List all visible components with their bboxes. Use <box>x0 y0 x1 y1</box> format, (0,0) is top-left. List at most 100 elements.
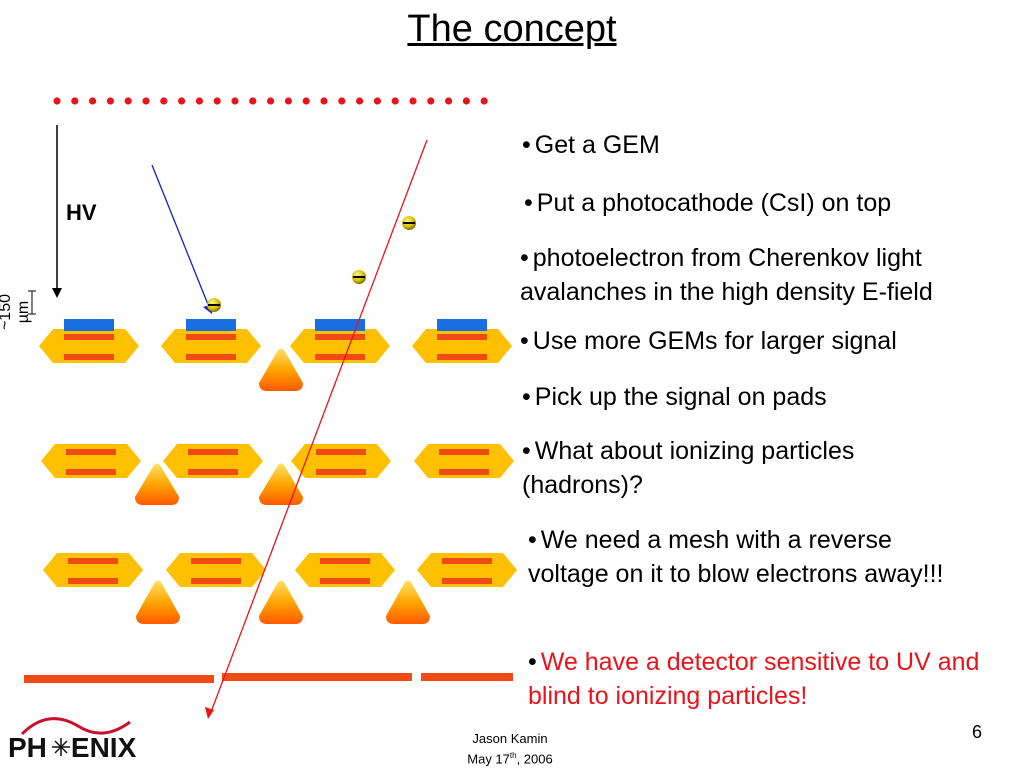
bullet-text: Put a photocathode (CsI) on top <box>536 189 892 217</box>
readout-pad <box>421 673 513 681</box>
gem-top-electrode <box>186 334 236 340</box>
hv-label: HV <box>66 200 97 225</box>
presentation-date: May 17th, 2006 <box>467 751 553 767</box>
mesh-dot <box>480 97 488 105</box>
mesh-dot <box>106 97 114 105</box>
photon-track <box>151 164 213 314</box>
mesh-dot <box>462 97 470 105</box>
bullet-photocathode: •Put a photocathode (CsI) on top <box>524 186 994 220</box>
mesh-dot <box>338 97 346 105</box>
avalanche-cone <box>135 463 179 505</box>
electrons <box>207 216 416 312</box>
gem-hole-segment <box>41 444 141 478</box>
gem-bottom-electrode <box>315 354 365 360</box>
gem-hole-segment <box>417 553 517 587</box>
mesh-dot <box>391 97 399 105</box>
mesh-dot <box>195 97 203 105</box>
gap-bracket <box>28 290 36 315</box>
mesh-dot <box>142 97 150 105</box>
bullet-mark: • <box>528 526 537 554</box>
csi-photocathode <box>437 319 487 331</box>
csi-photocathode <box>186 319 236 331</box>
gem-top-electrode <box>315 334 365 340</box>
gem-bottom-electrode <box>439 469 489 475</box>
gem-bottom-electrode <box>66 469 116 475</box>
mesh-dot <box>284 97 292 105</box>
gem-bottom-electrode <box>442 578 492 584</box>
electron <box>207 298 221 312</box>
bullet-text: We need a mesh with a reverse voltage on… <box>528 526 944 588</box>
gem-top-electrode <box>439 449 489 455</box>
gem-hole-segment <box>290 319 390 363</box>
bullet-mark: • <box>524 189 533 217</box>
bullet-text: Use more GEMs for larger signal <box>532 327 897 355</box>
mesh-dot <box>249 97 257 105</box>
bullet-text: What about ionizing particles (hadrons)? <box>522 437 855 499</box>
mesh-dot <box>409 97 417 105</box>
bullet-mark: • <box>522 437 531 465</box>
electron <box>352 270 366 284</box>
mesh-dot <box>124 97 132 105</box>
csi-photocathode <box>315 319 365 331</box>
gem-top-electrode <box>442 558 492 564</box>
bullet-text-highlight: We have a detector sensitive to UV and b… <box>528 648 980 710</box>
mesh-dot <box>53 97 61 105</box>
mesh-dot <box>89 97 97 105</box>
bullet-mark: • <box>522 383 531 411</box>
gem-hole-segment <box>163 444 263 478</box>
avalanche-cone <box>259 463 303 505</box>
mesh-dots <box>53 97 488 105</box>
bullet-conclusion: •We have a detector sensitive to UV and … <box>528 645 998 713</box>
logo-text-right: ENIX <box>70 732 137 763</box>
bullet-text: photoelectron from Cherenkov light avala… <box>520 244 933 306</box>
gem-hole-segment <box>412 319 512 363</box>
gem-bottom-electrode <box>191 578 241 584</box>
bullet-mark: • <box>528 648 537 676</box>
avalanches <box>135 348 430 624</box>
avalanche-cone <box>386 580 430 624</box>
bullet-pads: •Pick up the signal on pads <box>522 380 992 414</box>
gem-hole-segment <box>414 444 514 478</box>
bullet-photoelectron: •photoelectron from Cherenkov light aval… <box>520 241 998 309</box>
gem-hole-segment <box>161 319 261 363</box>
gap-size-label: ~150 µm <box>0 293 32 331</box>
gem-hole-segment <box>166 553 266 587</box>
bullet-mark: • <box>522 131 531 159</box>
avalanche-cone <box>136 580 180 624</box>
bullet-get-gem: •Get a GEM <box>522 128 992 162</box>
gem-bottom-electrode <box>186 354 236 360</box>
hv-arrow <box>52 125 62 298</box>
author-name: Jason Kamin <box>472 731 548 746</box>
slide-title: The concept <box>407 8 617 50</box>
gem-hole-segment <box>295 553 395 587</box>
page-number: 6 <box>972 722 983 742</box>
bullet-text: Pick up the signal on pads <box>534 383 827 411</box>
mesh-dot <box>445 97 453 105</box>
footer-author: Jason Kamin May 17th, 2006 <box>440 730 580 767</box>
mesh-dot <box>231 97 239 105</box>
gem-top-electrode <box>191 558 241 564</box>
bullet-text: Get a GEM <box>534 131 660 159</box>
mesh-dot <box>302 97 310 105</box>
gem-top-electrode <box>320 558 370 564</box>
gem-bottom-electrode <box>188 469 238 475</box>
gem-bottom-electrode <box>64 354 114 360</box>
electron <box>402 216 416 230</box>
mesh-dot <box>160 97 168 105</box>
mesh-dot <box>71 97 79 105</box>
gem-bottom-electrode <box>320 578 370 584</box>
gem-bottom-electrode <box>68 578 118 584</box>
mesh-dot <box>267 97 275 105</box>
gem-bottom-electrode <box>316 469 366 475</box>
gem-layer-1 <box>39 319 512 363</box>
mesh-dot <box>356 97 364 105</box>
gem-hole-segment <box>39 319 139 363</box>
gem-top-electrode <box>437 334 487 340</box>
readout-pads <box>24 673 513 683</box>
gem-top-electrode <box>66 449 116 455</box>
mesh-dot <box>427 97 435 105</box>
bullet-mesh: •We need a mesh with a reverse voltage o… <box>528 523 968 591</box>
mesh-dot <box>373 97 381 105</box>
